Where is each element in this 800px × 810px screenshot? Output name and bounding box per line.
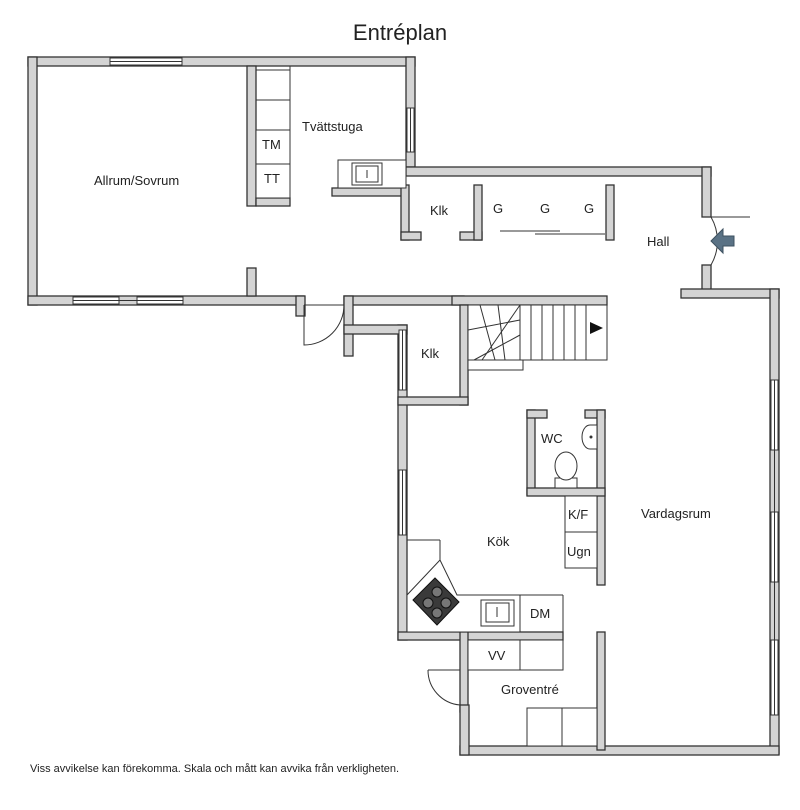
doors xyxy=(303,216,750,706)
wall xyxy=(295,295,306,317)
room-label-hall: Hall xyxy=(647,234,670,249)
room-label-ugn: Ugn xyxy=(567,544,591,559)
wall xyxy=(405,166,712,177)
entrance-arrow-icon xyxy=(710,227,735,255)
wall xyxy=(680,288,780,299)
wall xyxy=(526,409,536,496)
door-swing xyxy=(427,669,461,706)
wall xyxy=(459,745,780,756)
room-label-vv: VV xyxy=(488,648,506,663)
page-title: Entréplan xyxy=(352,20,448,45)
disclaimer-text: Viss avvikelse kan förekomma. Skala och … xyxy=(30,763,400,775)
room-label-klk-top: Klk xyxy=(430,203,449,218)
wall xyxy=(397,396,469,406)
room-label-groventre: Groventré xyxy=(501,682,559,697)
sink-icon xyxy=(581,424,598,450)
room-label-tm: TM xyxy=(262,137,281,152)
stairs-icon xyxy=(467,304,608,371)
room-label-allrum: Allrum/Sovrum xyxy=(94,173,179,188)
wall xyxy=(255,197,291,207)
wall xyxy=(397,631,564,641)
wall xyxy=(331,187,408,197)
room-label-klk-mid: Klk xyxy=(421,346,440,361)
sink-icon xyxy=(480,599,515,627)
wall xyxy=(459,631,469,713)
appliance-box xyxy=(467,639,564,671)
wall xyxy=(343,324,408,335)
wall xyxy=(526,487,606,497)
wall xyxy=(451,295,608,306)
wall xyxy=(343,295,465,306)
wall xyxy=(246,65,257,207)
wall xyxy=(459,304,469,406)
room-label-g3: G xyxy=(584,201,594,216)
wall xyxy=(473,184,483,241)
stairs-landing xyxy=(467,359,524,371)
wall xyxy=(400,231,422,241)
room-label-tt: TT xyxy=(264,171,280,186)
stairs-arrow xyxy=(590,322,603,334)
windows xyxy=(72,57,779,716)
room-label-g2: G xyxy=(540,201,550,216)
room-label-g1: G xyxy=(493,201,503,216)
wall xyxy=(246,267,257,297)
stove-icon xyxy=(412,577,460,626)
room-label-tvattstuga: Tvättstuga xyxy=(302,119,363,134)
wall xyxy=(526,409,548,419)
wall xyxy=(701,166,712,218)
wall xyxy=(27,56,416,67)
room-label-kok: Kök xyxy=(487,534,510,549)
wall xyxy=(596,631,606,751)
room-label-vardagsrum: Vardagsrum xyxy=(641,506,711,521)
wall xyxy=(459,704,470,756)
room-label-kf: K/F xyxy=(568,507,588,522)
sink-icon xyxy=(337,159,407,189)
room-label-dm: DM xyxy=(530,606,550,621)
wall xyxy=(596,409,606,586)
wall xyxy=(605,184,615,241)
room-label-wc: WC xyxy=(541,431,563,446)
toilet-icon xyxy=(554,451,578,489)
room-labels: Allrum/Sovrum Tvättstuga TM TT Klk G G G… xyxy=(94,119,711,697)
wall xyxy=(27,56,38,306)
door-swing xyxy=(303,304,345,346)
